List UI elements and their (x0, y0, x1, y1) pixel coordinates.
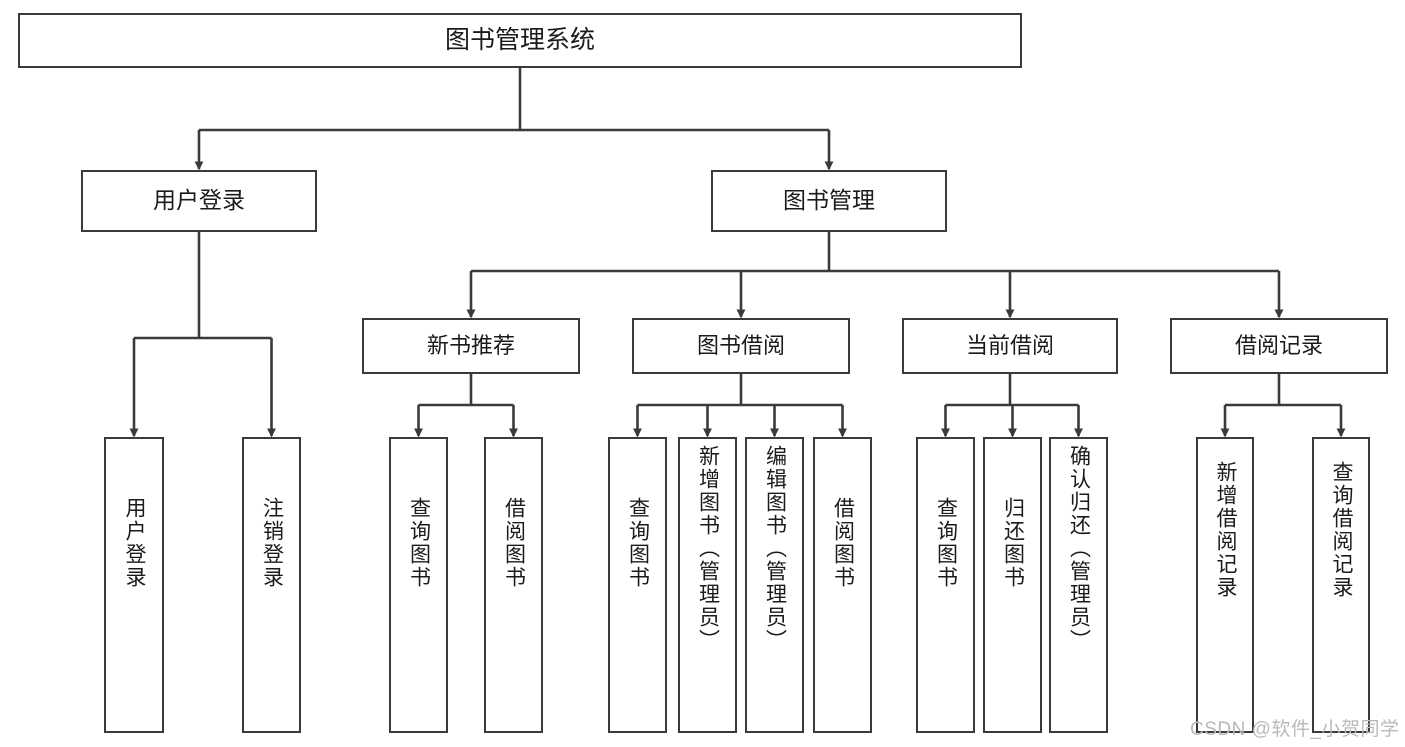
node-leaf-new-1[interactable]: 查询图书 (389, 437, 448, 733)
node-leaf-cur-3[interactable]: 确认归还（管理员） (1049, 437, 1108, 733)
node-label: 当前借阅 (965, 332, 1054, 358)
node-label: 图书管理 (783, 187, 875, 214)
node-newbook[interactable]: 新书推荐 (362, 318, 580, 374)
node-borrow[interactable]: 图书借阅 (632, 318, 850, 374)
node-leaf-bor-4[interactable]: 借阅图书 (813, 437, 872, 733)
node-label: 查询图书 (626, 497, 650, 589)
node-label: 归还图书 (1001, 497, 1025, 589)
node-label: 新增借阅记录 (1214, 461, 1238, 599)
node-label: 图书管理系统 (444, 25, 595, 54)
node-login[interactable]: 用户登录 (81, 170, 317, 232)
node-leaf-login-1[interactable]: 用户登录 (104, 437, 164, 733)
node-leaf-new-2[interactable]: 借阅图书 (484, 437, 543, 733)
node-leaf-cur-2[interactable]: 归还图书 (983, 437, 1042, 733)
node-current[interactable]: 当前借阅 (902, 318, 1118, 374)
node-leaf-rec-2[interactable]: 查询借阅记录 (1312, 437, 1370, 733)
node-root[interactable]: 图书管理系统 (18, 13, 1022, 68)
node-leaf-cur-1[interactable]: 查询图书 (916, 437, 975, 733)
csdn-watermark: CSDN @软件_小贺同学 (1190, 719, 1400, 740)
node-label: 借阅图书 (831, 497, 855, 589)
node-label: 查询图书 (407, 497, 431, 589)
node-label: 用户登录 (123, 497, 147, 589)
node-label: 新增图书（管理员） (696, 445, 720, 652)
node-leaf-rec-1[interactable]: 新增借阅记录 (1196, 437, 1254, 733)
node-label: 借阅图书 (502, 497, 526, 589)
node-bookmgmt[interactable]: 图书管理 (711, 170, 947, 232)
node-label: 编辑图书（管理员） (763, 445, 787, 652)
node-label: 查询借阅记录 (1330, 461, 1354, 599)
node-label: 图书借阅 (696, 332, 785, 358)
node-label: 确认归还（管理员） (1067, 445, 1091, 652)
node-label: 借阅记录 (1234, 332, 1323, 358)
node-leaf-bor-3[interactable]: 编辑图书（管理员） (745, 437, 804, 733)
node-leaf-bor-1[interactable]: 查询图书 (608, 437, 667, 733)
node-leaf-bor-2[interactable]: 新增图书（管理员） (678, 437, 737, 733)
node-records[interactable]: 借阅记录 (1170, 318, 1388, 374)
node-label: 查询图书 (934, 497, 958, 589)
edge-group (129, 68, 1346, 438)
node-label: 用户登录 (153, 187, 245, 214)
node-label: 新书推荐 (426, 332, 515, 358)
node-leaf-login-2[interactable]: 注销登录 (242, 437, 301, 733)
node-label: 注销登录 (260, 497, 284, 589)
